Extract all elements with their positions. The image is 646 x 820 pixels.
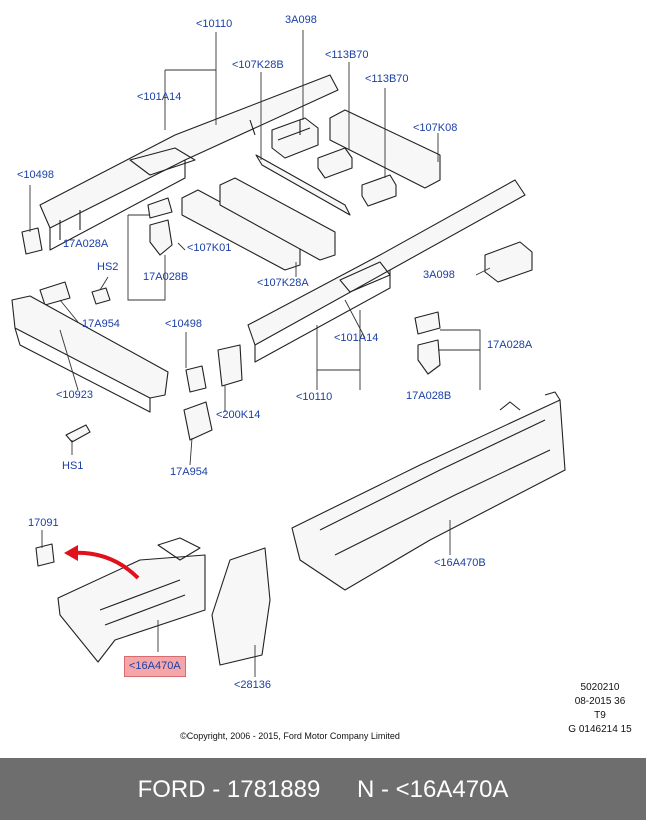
footer-brand-part: FORD - 1781889 <box>137 776 321 803</box>
callout-17a028a-right[interactable]: 17A028A <box>487 339 533 351</box>
copyright-text: ©Copyright, 2006 - 2015, Ford Motor Comp… <box>180 731 400 741</box>
callout-10923[interactable]: <10923 <box>56 389 94 401</box>
callout-17a028b-left[interactable]: 17A028B <box>143 271 189 283</box>
parts-diagram: <10110 3A098 <107K28B <113B70 <113B70 <1… <box>11 14 632 741</box>
callout-101a14-top[interactable]: <101A14 <box>137 91 182 103</box>
block-113b70-b <box>361 174 397 207</box>
ref-code-4: G 0146214 15 <box>568 724 632 735</box>
callout-10110-mid[interactable]: <10110 <box>296 391 333 403</box>
callout-17a028b-right[interactable]: 17A028B <box>406 390 452 402</box>
callout-101a14-mid[interactable]: <101A14 <box>334 332 379 344</box>
floorpan-16a470b <box>291 391 566 591</box>
callout-17a954-mid[interactable]: 17A954 <box>170 466 208 478</box>
ref-code-2: 08-2015 36 <box>574 696 626 707</box>
bracket-200k14 <box>217 344 243 387</box>
callout-17a954-left[interactable]: 17A954 <box>82 318 120 330</box>
callout-107k08[interactable]: <107K08 <box>413 122 458 134</box>
callout-200k14[interactable]: <200K14 <box>216 409 261 421</box>
callout-hs2[interactable]: HS2 <box>97 261 119 273</box>
plate-10498-mid <box>185 365 207 393</box>
bracket-3a098-top <box>271 117 319 159</box>
ref-code-1: 5020210 <box>580 682 620 693</box>
bracket-3a098-right <box>484 241 533 283</box>
callout-107k01[interactable]: <107K01 <box>187 242 232 254</box>
callout-17a028a-left[interactable]: 17A028A <box>63 238 109 250</box>
plate-17091 <box>35 543 55 567</box>
leader-lines <box>29 30 491 677</box>
callout-113b70-a[interactable]: <113B70 <box>325 49 369 61</box>
callout-16a470b[interactable]: <16A470B <box>434 557 486 569</box>
footer-bar: FORD - 1781889 N - <16A470A <box>0 758 646 820</box>
bracket-17a954-left <box>39 281 71 306</box>
callout-10110-top[interactable]: <10110 <box>196 18 233 30</box>
side-rail-upper-left <box>39 74 339 251</box>
bracket-17a954-mid <box>183 401 213 441</box>
bracket-17a028a-left <box>147 197 173 219</box>
bolt-hs2 <box>91 287 111 305</box>
rail-107k28a <box>219 177 336 261</box>
footer-ref: N - <16A470A <box>357 776 509 803</box>
callout-113b70-b[interactable]: <113B70 <box>365 73 409 85</box>
callout-17091[interactable]: 17091 <box>28 517 59 529</box>
rail-107k01 <box>181 189 301 271</box>
red-arrow-head <box>64 545 78 561</box>
callout-hs1[interactable]: HS1 <box>62 460 84 472</box>
bracket-17a028b-left <box>149 219 173 256</box>
floorpan-16a470a <box>57 537 206 663</box>
callout-16a470a-highlighted[interactable]: <16A470A <box>124 656 186 677</box>
bracket-17a028a-right <box>414 311 441 335</box>
callout-3a098-right[interactable]: 3A098 <box>423 269 455 281</box>
footer-text: FORD - 1781889 N - <16A470A <box>0 776 646 804</box>
callout-107k28a[interactable]: <107K28A <box>257 277 309 289</box>
ref-code-3: T9 <box>594 710 606 721</box>
bracket-17a028b-right <box>417 339 441 375</box>
panel-28136 <box>211 547 271 666</box>
side-rail-mid <box>247 179 526 363</box>
callout-10498-left[interactable]: <10498 <box>17 169 55 181</box>
diagram-drawing <box>11 30 566 677</box>
crossmember-10923 <box>11 295 169 413</box>
strip-107k28b <box>255 154 351 216</box>
block-113b70-a <box>317 147 353 179</box>
plate-10498-left <box>21 227 43 255</box>
callout-10498-mid[interactable]: <10498 <box>165 318 203 330</box>
callout-28136[interactable]: <28136 <box>234 679 272 691</box>
bolt-hs1 <box>65 424 91 443</box>
callout-3a098-top[interactable]: 3A098 <box>285 14 317 26</box>
callout-107k28b[interactable]: <107K28B <box>232 59 284 71</box>
